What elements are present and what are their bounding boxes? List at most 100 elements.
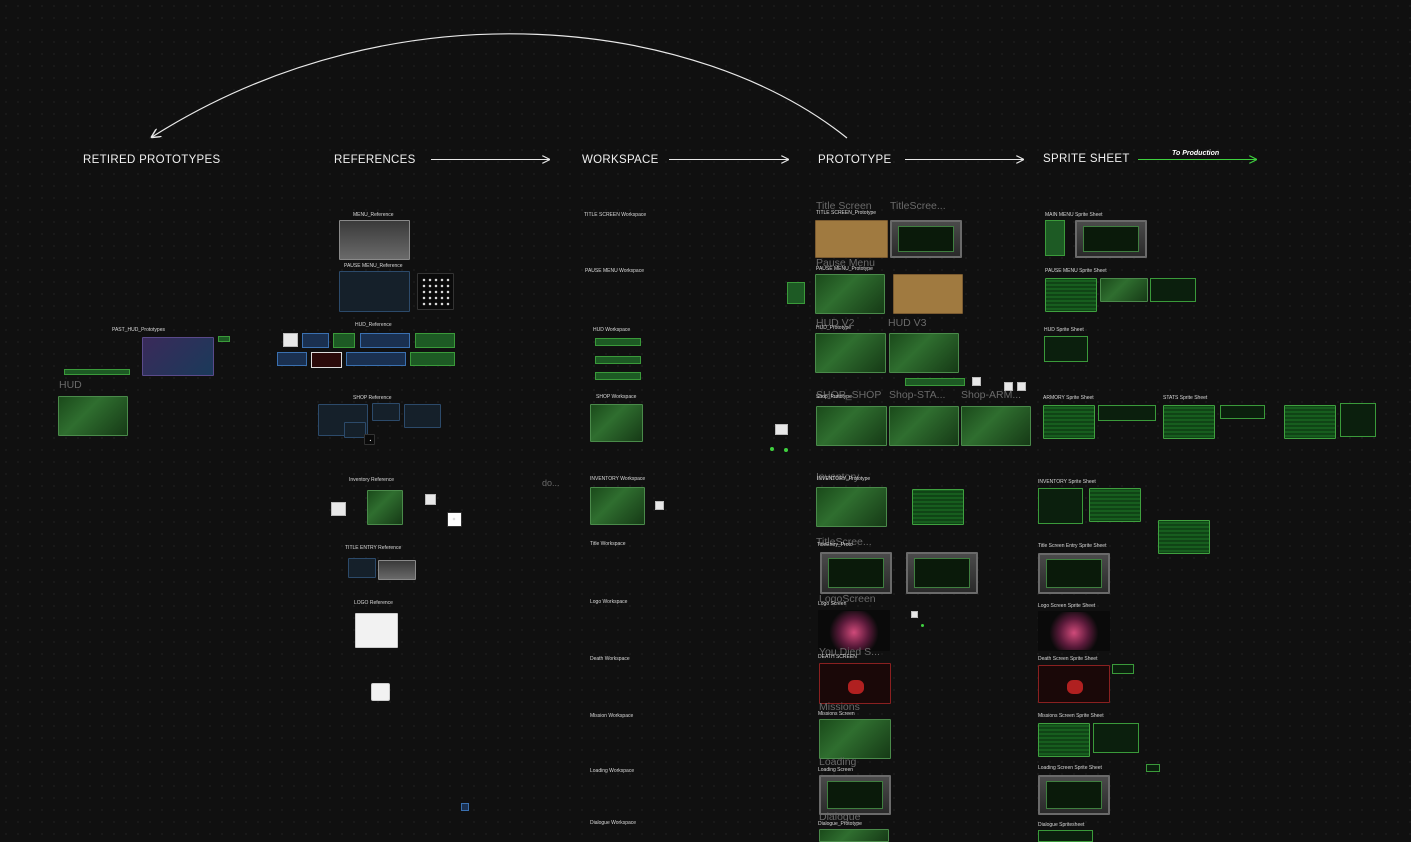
frame-ghost-hud[interactable]: HUD <box>59 379 82 391</box>
shop-prototype-dot-1[interactable] <box>770 447 774 451</box>
title-entry-sprite-sheet-thumbnail[interactable] <box>1038 553 1110 594</box>
inventory-ref-figure-icon[interactable] <box>331 502 346 516</box>
frame-ghost-logo-screen[interactable]: LogoScreen <box>819 593 876 605</box>
frame-label-hud-sprite-sheet[interactable]: HUD Sprite Sheet <box>1044 327 1084 333</box>
frame-label-shop-workspace[interactable]: SHOP Workspace <box>596 394 637 400</box>
title-screen-prototype-alt[interactable] <box>890 220 962 258</box>
frame-label-dialogue-sprite-sheet[interactable]: Dialogue Spritesheet <box>1038 822 1085 828</box>
frame-ghost-titlescreen-2[interactable]: TitleScree... <box>890 200 946 212</box>
inventory-workspace-thumbnail[interactable] <box>590 487 645 525</box>
shop-reference-thumb-3[interactable] <box>404 404 441 428</box>
stray-reference-icon[interactable] <box>461 803 469 811</box>
frame-label-armory-sprite-sheet[interactable]: ARMORY Sprite Sheet <box>1043 395 1094 401</box>
menu-reference-thumbnail[interactable] <box>339 220 410 260</box>
shop-reference-thumb-4[interactable] <box>344 422 366 438</box>
main-menu-sprite-strip[interactable] <box>1045 220 1065 256</box>
column-title-prototype[interactable]: PROTOTYPE <box>818 154 892 166</box>
shop-prototype-thumbnail[interactable] <box>816 406 887 446</box>
hud-prototype-icon-1[interactable] <box>972 377 981 386</box>
hud-prototype-icon-2[interactable] <box>1004 382 1013 391</box>
inventory-prototype-alt[interactable] <box>912 489 964 525</box>
frame-ghost-hud-v3[interactable]: HUD V3 <box>888 317 927 329</box>
retired-hud-thumbnail[interactable] <box>58 396 128 436</box>
frame-label-hud-reference[interactable]: HUD_Reference <box>355 322 392 328</box>
missions-prototype-thumbnail[interactable] <box>819 719 891 759</box>
hud-prototype-icon-3[interactable] <box>1017 382 1026 391</box>
logo-reference-badge[interactable] <box>371 683 390 701</box>
shop-prototype-dot-2[interactable] <box>784 448 788 452</box>
to-production-label[interactable]: To Production <box>1172 150 1220 157</box>
stats-sprite-sheet-bars[interactable] <box>1220 405 1265 419</box>
inventory-ref-small-icon[interactable] <box>425 494 436 505</box>
frame-label-death-workspace[interactable]: Death Workspace <box>590 656 630 662</box>
hud-workspace-bar-3[interactable] <box>595 372 641 380</box>
frame-ghost-title-screen[interactable]: Title Screen <box>816 200 872 212</box>
inventory-sprite-sheet-icons[interactable] <box>1038 488 1083 524</box>
frame-label-dialogue-workspace[interactable]: Dialogue Workspace <box>590 820 637 826</box>
missions-sprite-sheet-panel[interactable] <box>1093 723 1139 753</box>
frame-label-logo-reference[interactable]: LOGO Reference <box>354 600 393 606</box>
shop-workspace-thumbnail[interactable] <box>590 404 643 442</box>
frame-ghost-inventory[interactable]: Inventory <box>816 471 860 483</box>
frame-label-main-menu-sprite-sheet[interactable]: MAIN MENU Sprite Sheet <box>1045 212 1103 218</box>
hud-ref-tile-2[interactable] <box>333 333 355 348</box>
frame-label-title-entry-prototype[interactable]: TitleEntry_Proto <box>817 542 853 548</box>
pause-menu-sprite-sheet-buttons[interactable] <box>1150 278 1196 302</box>
hud-v2-thumbnail[interactable] <box>815 333 886 373</box>
shop-stats-prototype-thumbnail[interactable] <box>889 406 959 446</box>
frame-label-stats-sprite-sheet[interactable]: STATS Sprite Sheet <box>1163 395 1208 401</box>
hud-workspace-bar-2[interactable] <box>595 356 641 364</box>
stats-sprite-sheet-panel[interactable] <box>1340 403 1376 437</box>
frame-label-loading-prototype[interactable]: Loading Screen <box>818 767 854 773</box>
inventory-workspace-icon[interactable] <box>655 501 664 510</box>
loading-sprite-sheet-thumbnail[interactable] <box>1038 775 1110 815</box>
frame-ghost-shop-arm[interactable]: Shop-ARM... <box>961 389 1022 401</box>
frame-label-inventory-workspace[interactable]: INVENTORY Workspace <box>590 476 646 482</box>
frame-label-mission-workspace[interactable]: Mission Workspace <box>590 713 634 719</box>
frame-ghost-hud-v2[interactable]: HUD V2 <box>816 317 855 329</box>
inventory-sprite-sheet-thumb-2[interactable] <box>1158 520 1210 554</box>
frame-label-hud-workspace[interactable]: HUD Workspace <box>593 327 631 333</box>
hud-ref-tile-7[interactable] <box>346 352 406 366</box>
frame-label-pause-menu-workspace[interactable]: PAUSE MENU Workspace <box>585 268 644 274</box>
pause-menu-prototype-thumbnail[interactable] <box>815 274 885 314</box>
armory-sprite-sheet-icons[interactable] <box>1098 405 1156 421</box>
inventory-ref-grid-icon[interactable] <box>447 512 462 527</box>
hud-ref-tile-8[interactable] <box>410 352 455 366</box>
hud-ref-tile-3[interactable] <box>360 333 410 348</box>
hud-v3-thumbnail[interactable] <box>889 333 959 373</box>
column-title-sprite-sheet[interactable]: SPRITE SHEET <box>1043 153 1130 165</box>
past-hud-strip[interactable] <box>64 369 130 375</box>
frame-label-logo-workspace[interactable]: Logo Workspace <box>590 599 628 605</box>
pause-menu-reference-thumbnail[interactable] <box>339 271 410 312</box>
frame-label-hud-prototype[interactable]: HUD_Prototype <box>816 325 852 331</box>
frame-label-inventory-sprite-sheet[interactable]: INVENTORY Sprite Sheet <box>1038 479 1096 485</box>
pause-menu-sprite-sheet-thumb-2[interactable] <box>1100 278 1148 302</box>
frame-ghost-shop[interactable]: SHOP_SHOP <box>816 389 882 401</box>
pause-menu-icon-sheet[interactable] <box>417 273 454 310</box>
dialogue-sprite-sheet-thumbnail[interactable] <box>1038 830 1093 842</box>
frame-label-title-entry-sprite-sheet[interactable]: Title Screen Entry Sprite Sheet <box>1038 543 1107 549</box>
pause-menu-prototype-side[interactable] <box>787 282 805 304</box>
frame-label-menu-reference[interactable]: MENU_Reference <box>353 212 394 218</box>
hud-ref-tile-5[interactable] <box>277 352 307 366</box>
dialogue-prototype-thumbnail[interactable] <box>819 829 889 842</box>
logo-prototype-icon[interactable] <box>911 611 918 618</box>
frame-label-pause-menu-sprite-sheet[interactable]: PAUSE MENU Sprite Sheet <box>1045 268 1107 274</box>
pause-menu-sprite-sheet-thumb-1[interactable] <box>1045 278 1097 312</box>
column-title-references[interactable]: REFERENCES <box>334 154 416 166</box>
hud-ref-white-tile[interactable] <box>283 333 298 347</box>
hud-ref-tile-6[interactable] <box>311 352 342 368</box>
logo-reference-thumbnail[interactable] <box>355 613 398 648</box>
logo-sprite-sheet-thumbnail[interactable] <box>1038 611 1110 651</box>
title-entry-reference-thumb-1[interactable] <box>348 558 376 578</box>
inventory-sprite-sheet-thumb-1[interactable] <box>1089 488 1141 522</box>
frame-ghost-dialogue[interactable]: Dialogue <box>819 811 861 823</box>
frame-label-title-screen-prototype[interactable]: TITLE SCREEN_Prototype <box>816 210 877 216</box>
death-sprite-sheet-extra[interactable] <box>1112 664 1134 674</box>
title-entry-reference-thumb-2[interactable] <box>378 560 416 580</box>
past-hud-chip[interactable] <box>218 336 230 342</box>
hud-ref-tile-1[interactable] <box>302 333 329 348</box>
column-title-retired[interactable]: RETIRED PROTOTYPES <box>83 154 221 166</box>
